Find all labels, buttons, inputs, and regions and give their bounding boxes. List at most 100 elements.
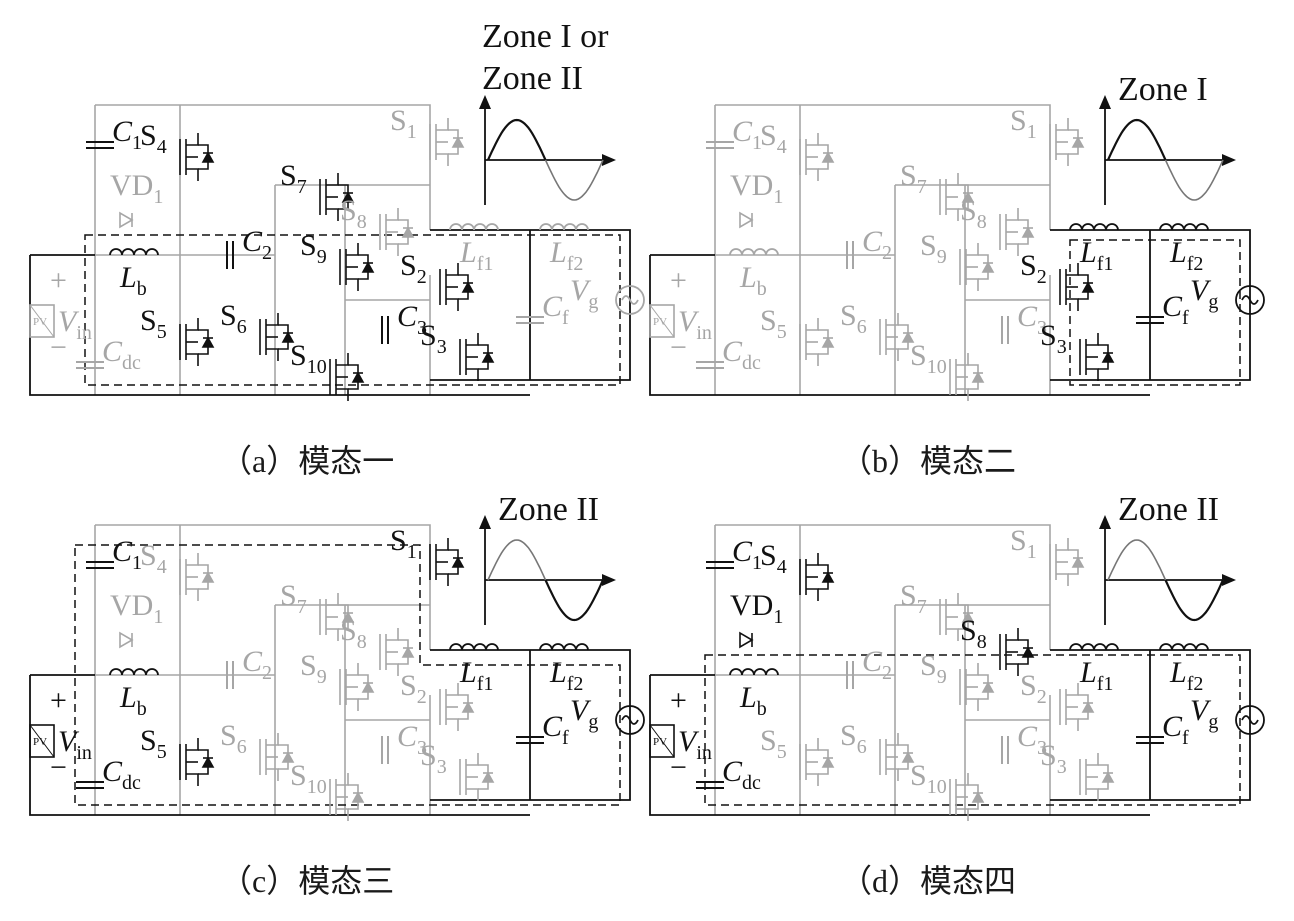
ac-source-symbol — [615, 285, 645, 315]
label-vd1: VD1 — [730, 169, 783, 208]
label-vd1: VD1 — [730, 589, 783, 628]
label-s7: S7 — [900, 159, 927, 198]
label-lf2: Lf2 — [549, 656, 583, 695]
plus-sign: + — [670, 264, 687, 297]
mosfet-symbol — [1059, 683, 1095, 731]
label-cf: Cf — [542, 290, 569, 329]
label-s8: S8 — [960, 614, 987, 653]
mosfet-symbol — [179, 738, 215, 786]
label-c2: C2 — [242, 225, 272, 264]
label-c3: C3 — [397, 720, 427, 759]
label-cdc: Cdc — [102, 755, 141, 794]
plus-sign: + — [50, 264, 67, 297]
zone-label: Zone I or — [482, 18, 609, 55]
label-cdc: Cdc — [722, 335, 761, 374]
grid-voltage-waveform — [479, 95, 616, 205]
pv-panel-icon: PV — [29, 304, 55, 338]
panel-caption: （c）模态三 — [220, 863, 394, 899]
label-s10: S10 — [910, 759, 947, 798]
label-lf1: Lf1 — [459, 236, 493, 275]
inductor-symbol — [539, 643, 589, 651]
panel-caption: （a）模态一 — [220, 443, 394, 479]
label-s4: S4 — [760, 119, 787, 158]
label-s3: S3 — [1040, 739, 1067, 778]
diode-symbol — [739, 631, 754, 649]
inductor-symbol — [109, 668, 159, 676]
label-s10: S10 — [290, 339, 327, 378]
label-s3: S3 — [1040, 319, 1067, 358]
mosfet-symbol — [799, 553, 835, 601]
capacitor-symbol — [76, 781, 104, 789]
label-s3: S3 — [420, 319, 447, 358]
grid-voltage-waveform — [1099, 515, 1236, 625]
label-lb: Lb — [739, 681, 767, 720]
label-cf: Cf — [542, 710, 569, 749]
mosfet-symbol — [1049, 538, 1085, 586]
label-s2: S2 — [400, 249, 427, 288]
label-lb: Lb — [739, 261, 767, 300]
svg-text:PV: PV — [653, 316, 667, 328]
output-wiring — [29, 229, 631, 396]
capacitor-symbol — [86, 561, 114, 569]
label-cdc: Cdc — [722, 755, 761, 794]
inductor-symbol — [1159, 643, 1209, 651]
label-s10: S10 — [910, 339, 947, 378]
diode-symbol — [119, 211, 134, 229]
capacitor-symbol — [706, 561, 734, 569]
label-lf1: Lf1 — [1079, 656, 1113, 695]
current-path — [704, 654, 1241, 806]
pv-panel-icon: PV — [649, 304, 675, 338]
output-wiring — [649, 649, 1251, 816]
mosfet-symbol — [179, 133, 215, 181]
label-s4: S4 — [140, 119, 167, 158]
minus-sign: − — [50, 331, 67, 364]
capacitor-symbol — [516, 736, 544, 744]
wiring — [714, 104, 1051, 395]
label-s8: S8 — [960, 194, 987, 233]
label-c1: C1 — [112, 535, 142, 574]
inductor-symbol — [449, 643, 499, 651]
capacitor-symbol — [516, 316, 544, 324]
label-vin: Vin — [58, 305, 92, 344]
label-s10: S10 — [290, 759, 327, 798]
inductor-symbol — [1159, 223, 1209, 231]
current-path — [1069, 239, 1241, 386]
current-path — [74, 544, 621, 806]
mosfet-symbol — [799, 133, 835, 181]
label-c3: C3 — [1017, 300, 1047, 339]
mosfet-symbol — [379, 628, 415, 676]
label-vg: Vg — [570, 274, 598, 313]
mosfet-symbol — [179, 318, 215, 366]
mosfet-symbol — [959, 663, 995, 711]
label-c3: C3 — [1017, 720, 1047, 759]
capacitor-symbol — [226, 241, 234, 269]
panel-caption: （d）模态四 — [840, 863, 1016, 899]
label-lf1: Lf1 — [459, 656, 493, 695]
mosfet-symbol — [329, 773, 365, 821]
label-vin: Vin — [678, 305, 712, 344]
label-s2: S2 — [1020, 669, 1047, 708]
mosfet-symbol — [879, 733, 915, 781]
mosfet-symbol — [259, 313, 295, 361]
mosfet-symbol — [259, 733, 295, 781]
minus-sign: − — [670, 331, 687, 364]
label-s6: S6 — [220, 719, 247, 758]
capacitor-symbol — [1001, 736, 1009, 764]
pv-panel-icon: PV — [649, 724, 675, 758]
plus-sign: + — [50, 684, 67, 717]
mosfet-symbol — [949, 773, 985, 821]
mosfet-symbol — [459, 753, 495, 801]
mosfet-symbol — [939, 593, 975, 641]
inductor-symbol — [109, 248, 159, 256]
label-c2: C2 — [862, 645, 892, 684]
mosfet-symbol — [439, 263, 475, 311]
capacitor-symbol — [696, 361, 724, 369]
label-c3: C3 — [397, 300, 427, 339]
mosfet-symbol — [179, 553, 215, 601]
plus-sign: + — [670, 684, 687, 717]
mosfet-symbol — [1049, 118, 1085, 166]
label-s9: S9 — [300, 229, 327, 268]
